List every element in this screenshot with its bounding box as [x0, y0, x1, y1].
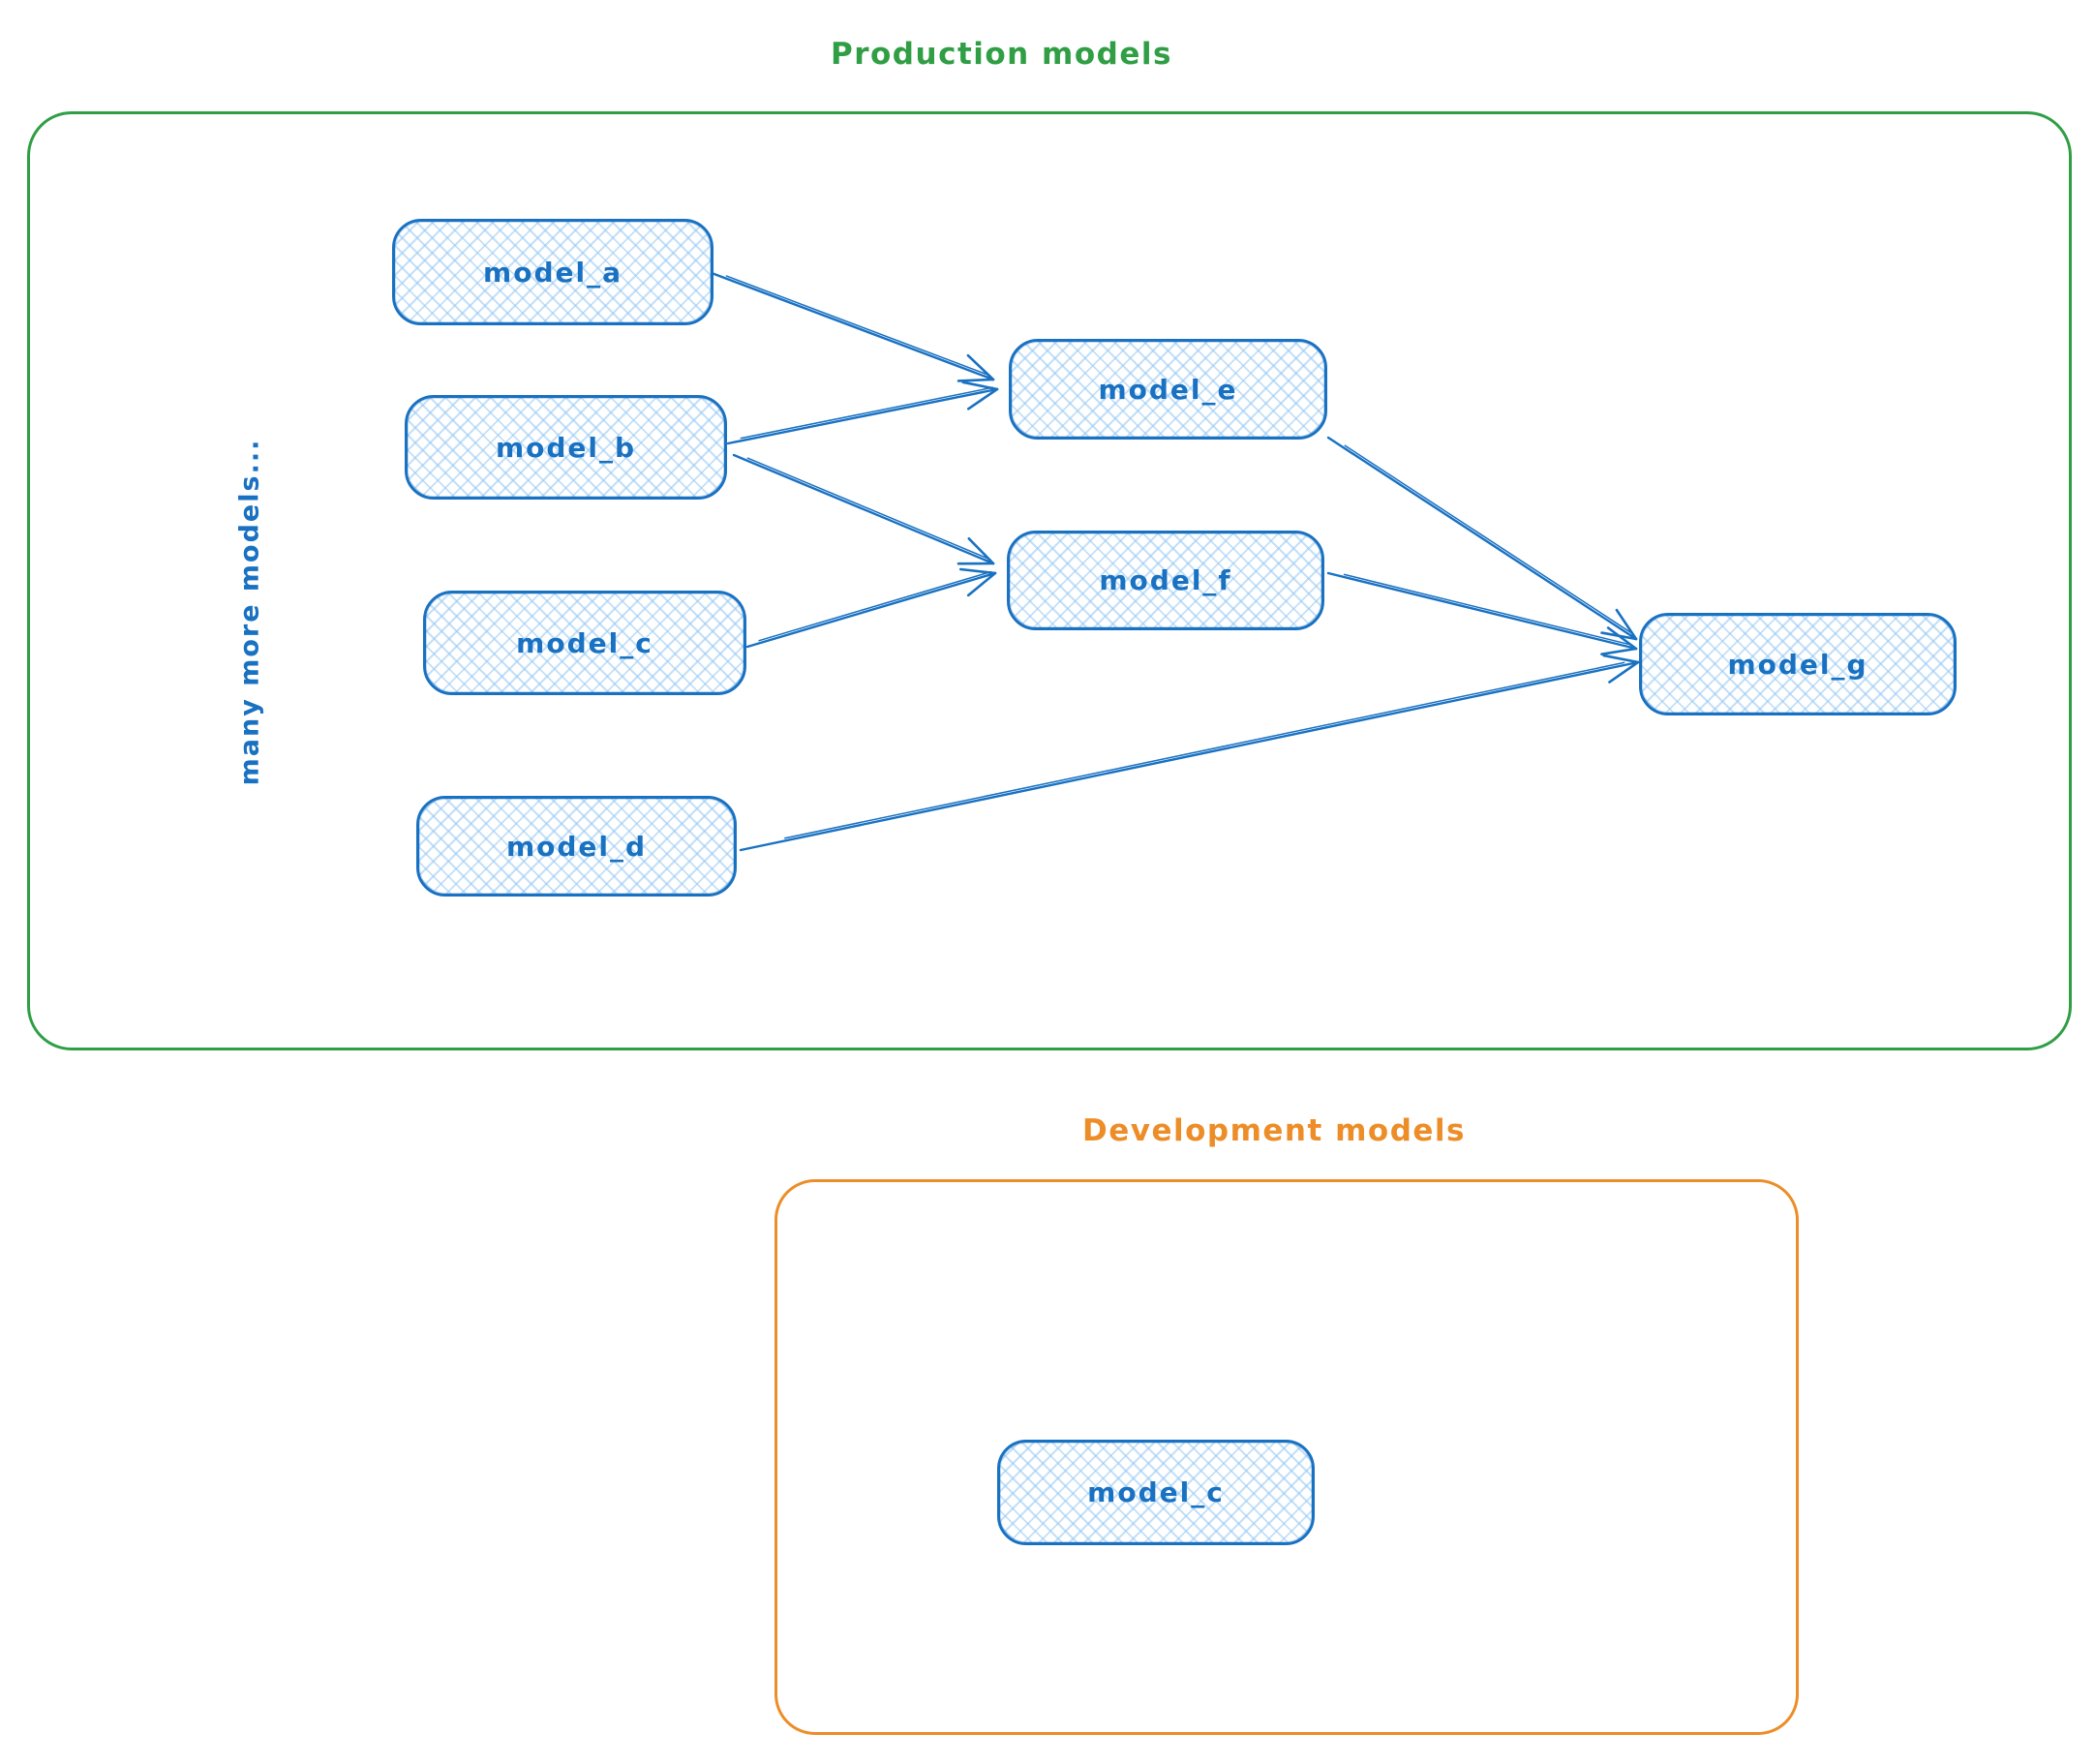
node-model_a-label: model_a: [483, 256, 622, 289]
many-more-models-note: many more models...: [234, 438, 265, 786]
node-model_f: model_f: [1007, 531, 1324, 630]
node-model_b: model_b: [405, 395, 727, 500]
development-box: [774, 1179, 1799, 1735]
node-model_g: model_g: [1639, 613, 1957, 715]
node-model_f-label: model_f: [1099, 564, 1232, 596]
node-model_e: model_e: [1009, 339, 1327, 440]
production-box: [27, 111, 2072, 1050]
node-model_d-label: model_d: [505, 830, 648, 863]
node-dev-model_c: model_c: [997, 1440, 1315, 1545]
node-model_d: model_d: [416, 796, 737, 897]
node-model_e-label: model_e: [1098, 373, 1238, 406]
node-dev-model_c-label: model_c: [1087, 1476, 1225, 1508]
production-title: Production models: [831, 37, 1172, 72]
node-model_b-label: model_b: [495, 431, 637, 464]
development-title: Development models: [1082, 1113, 1467, 1148]
node-model_c: model_c: [423, 591, 746, 695]
node-model_a: model_a: [392, 219, 714, 325]
node-model_g-label: model_g: [1727, 648, 1868, 681]
node-model_c-label: model_c: [516, 626, 653, 659]
